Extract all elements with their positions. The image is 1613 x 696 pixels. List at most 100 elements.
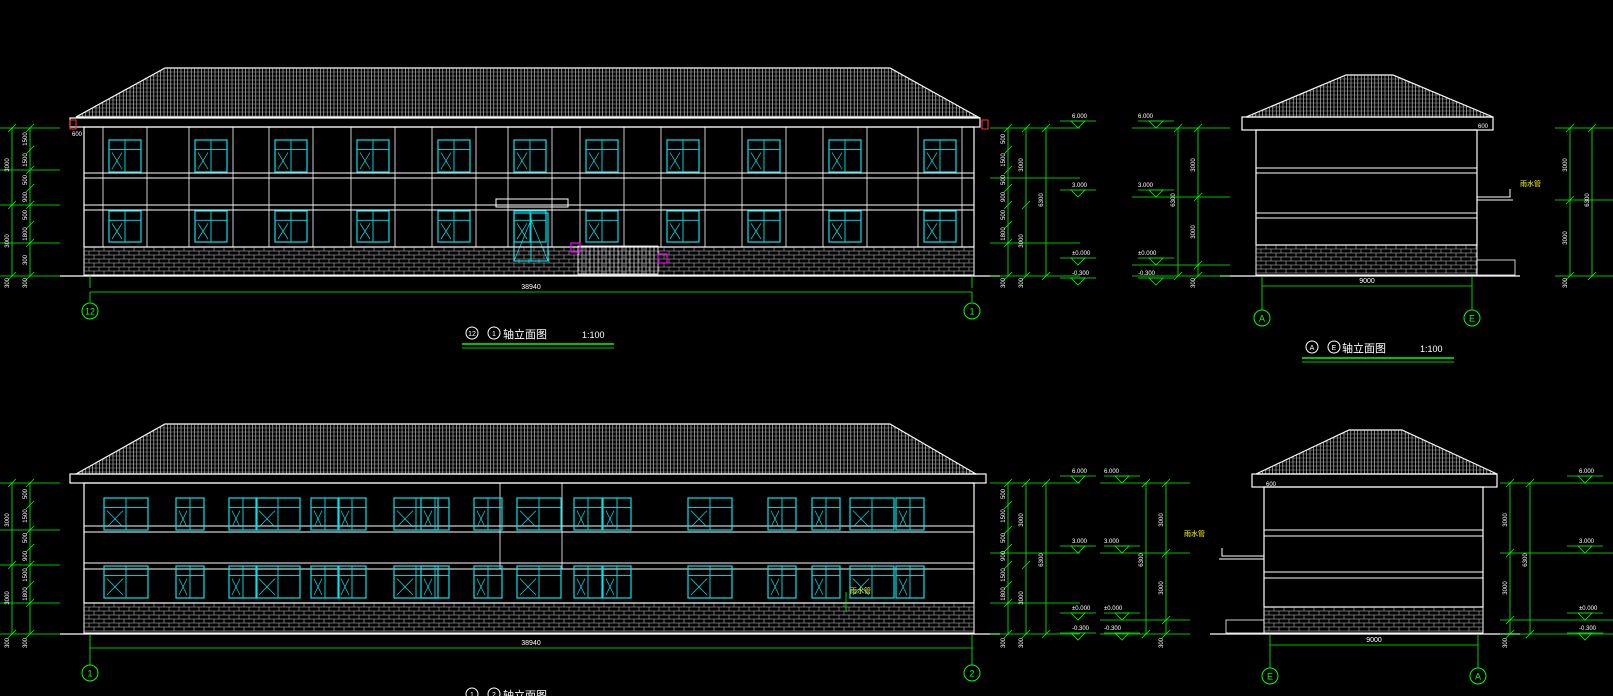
front-right-floor-tick bbox=[1021, 123, 1031, 133]
side1-left-total-tick bbox=[1173, 123, 1183, 133]
front-left-detail-label: 300 bbox=[23, 277, 29, 288]
rear-eave-band bbox=[69, 473, 987, 484]
front-title-text: 轴立面图 bbox=[503, 327, 547, 341]
rear-level-ground-value: ±0.000 bbox=[1072, 606, 1091, 612]
side1-right-total-label: 6300 bbox=[1585, 193, 1591, 207]
front-right-detail-tick bbox=[1003, 271, 1013, 281]
window-swing-mark bbox=[519, 578, 537, 596]
rear-right-detail-tick bbox=[1003, 629, 1013, 639]
side2-right-total-tick bbox=[1525, 629, 1535, 639]
rear-right-floor-label: 3000 bbox=[1019, 513, 1025, 527]
side2-downpipe bbox=[1219, 548, 1264, 560]
roof-outline bbox=[1255, 429, 1498, 475]
rear-right-total-tick bbox=[1041, 478, 1051, 488]
side1-right-total-tick bbox=[1587, 271, 1597, 281]
rear-right-detail-label: 500 bbox=[1001, 532, 1007, 543]
side2-left-floor-label: 3000 bbox=[1159, 581, 1165, 595]
rear-left-detail-tick bbox=[25, 629, 35, 639]
gutter-marker bbox=[69, 119, 77, 130]
rear-left-total-tick bbox=[7, 629, 17, 639]
rear-left-detail-tick bbox=[25, 543, 35, 553]
rear-left-total-tick bbox=[7, 478, 17, 488]
front-left-detail-label: 900 bbox=[23, 191, 29, 202]
side2-level-roof-symbol bbox=[1114, 475, 1130, 484]
rear-right-floor-tick bbox=[1021, 478, 1031, 488]
side1-left-total-tick bbox=[1173, 271, 1183, 281]
side2-width-label: 9000 bbox=[1366, 637, 1382, 644]
window-swing-mark bbox=[277, 152, 289, 170]
front-left-detail-tick bbox=[25, 238, 35, 248]
front-level-roof-value: 6.000 bbox=[1072, 114, 1088, 120]
ramp-post-marker bbox=[570, 242, 581, 253]
front-right-detail-tick bbox=[1003, 145, 1013, 155]
front-scale-text: 1:100 bbox=[582, 330, 605, 340]
side2-right-total-label: 6300 bbox=[1523, 553, 1529, 567]
side2-right-level-roof-symbol bbox=[1577, 475, 1593, 484]
front-left-detail-label: 1500 bbox=[23, 153, 29, 167]
side2-left-total-tick bbox=[1141, 629, 1151, 639]
window-swing-mark bbox=[576, 578, 586, 596]
rear-left-detail-label: 1500 bbox=[23, 509, 29, 523]
rear-left-detail-tick bbox=[25, 500, 35, 510]
side2-downpipe-note: 雨水管 bbox=[1184, 529, 1205, 538]
front-axis-left-label: 12 bbox=[85, 307, 95, 317]
side2-level-ground-value: ±0.000 bbox=[1104, 606, 1123, 612]
front-right-detail-label: 900 bbox=[1001, 191, 1007, 202]
side-ramp bbox=[1476, 259, 1516, 276]
rear-width-label: 38940 bbox=[521, 640, 541, 647]
entrance-canopy bbox=[495, 198, 569, 208]
window-swing-mark bbox=[516, 152, 528, 170]
side2-right-floor-tick bbox=[1505, 548, 1515, 558]
brick-pattern bbox=[1263, 607, 1483, 632]
window-swing-mark bbox=[197, 152, 209, 170]
rear-right-detail-tick bbox=[1003, 478, 1013, 488]
side2-left-total-label: 6300 bbox=[1139, 553, 1145, 567]
rear-right-detail-tick bbox=[1003, 525, 1013, 535]
window-swing-mark bbox=[423, 578, 433, 596]
front-level-ground-symbol bbox=[1070, 257, 1086, 266]
side-scale-text: 1:100 bbox=[1420, 344, 1443, 354]
side2-eave-dim: 600 bbox=[1266, 482, 1277, 488]
title-axis-bubble-left bbox=[465, 687, 479, 696]
window-swing-mark bbox=[258, 578, 276, 596]
roof-tile-hatch bbox=[1258, 430, 1494, 474]
side2-level-ground-symbol bbox=[1114, 612, 1130, 621]
title-axis-right-label: 1 bbox=[492, 331, 496, 338]
side-wall bbox=[1255, 129, 1478, 246]
side1-level-ground-value: ±0.000 bbox=[1138, 251, 1157, 257]
front-right-total-label: 6300 bbox=[1039, 193, 1045, 207]
front-eave-band bbox=[69, 117, 981, 128]
side2-right-floor-tick bbox=[1505, 478, 1515, 488]
window-swing-mark bbox=[396, 578, 414, 596]
side1-level-roof-value: 6.000 bbox=[1138, 114, 1154, 120]
roof-tile-hatch bbox=[77, 68, 977, 117]
window-swing-mark bbox=[197, 223, 209, 240]
side1-left-floor-label: 3000 bbox=[1191, 225, 1197, 239]
rear-left-total-label: 300 bbox=[5, 637, 11, 648]
roof-outline bbox=[73, 423, 979, 475]
window-swing-mark bbox=[576, 510, 586, 528]
dimension-chains: 3000300030015001500500900500180030030050… bbox=[0, 114, 1613, 648]
window-swing-mark bbox=[605, 578, 615, 596]
rear-right-detail-label: 900 bbox=[1001, 550, 1007, 561]
rear-right-total-tick bbox=[1041, 629, 1051, 639]
window-swing-mark bbox=[440, 152, 452, 170]
side2-right-floor-tick bbox=[1505, 629, 1515, 639]
side-eave-band bbox=[1241, 116, 1494, 131]
front-width-label: 38940 bbox=[521, 284, 541, 291]
rear-level-floor2-symbol bbox=[1070, 545, 1086, 554]
side1-left-floor-label: 3000 bbox=[1191, 158, 1197, 172]
rear-level-roof-symbol bbox=[1070, 475, 1086, 484]
window-swing-mark bbox=[313, 510, 323, 528]
window-swing-mark bbox=[690, 510, 708, 528]
rear-downpipe-note: 雨水管 bbox=[850, 586, 871, 595]
front-right-detail-label: 1500 bbox=[1001, 153, 1007, 167]
side2-right-level-roof-value: 6.000 bbox=[1579, 469, 1595, 475]
front-level-outdoor-value: -0.300 bbox=[1072, 271, 1090, 277]
rear-right-floor-label: 3000 bbox=[1019, 591, 1025, 605]
window-swing-mark bbox=[178, 578, 188, 596]
side-width-label: 9000 bbox=[1359, 278, 1375, 285]
side1-right-floor-label: 300 bbox=[1563, 277, 1569, 288]
